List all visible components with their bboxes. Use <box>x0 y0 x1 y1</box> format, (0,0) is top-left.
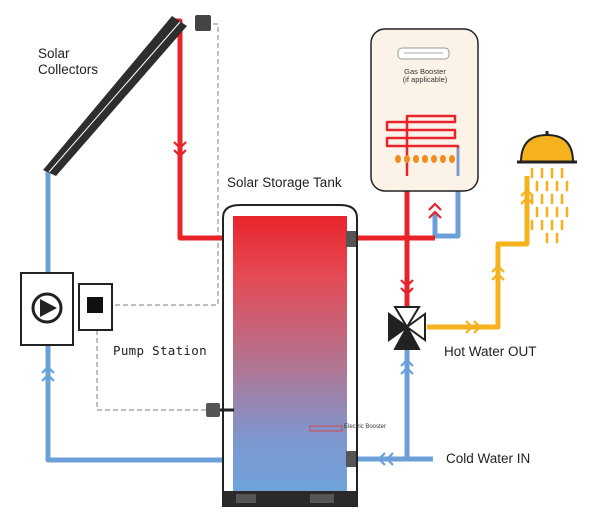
burner-flame-icons <box>395 155 455 163</box>
hot-flow-arrow <box>173 141 187 158</box>
valve-icon <box>405 312 426 342</box>
tank-sensor <box>206 403 220 417</box>
electric-booster-label: Electric Booster <box>344 424 387 430</box>
collector-return-pipe <box>45 168 232 463</box>
gas-booster <box>370 28 479 192</box>
control-lines <box>96 23 219 411</box>
cold-water-in-label: Cold Water IN <box>446 451 531 466</box>
cold-flow-arrow <box>41 365 55 382</box>
gas-booster-housing <box>370 28 479 192</box>
gas-booster-label: Gas Booster (if applicable) <box>386 68 464 84</box>
storage-tank-label: Solar Storage Tank <box>227 175 342 190</box>
hot-water-out-label: Hot Water OUT <box>444 344 537 359</box>
pump-station <box>20 272 113 346</box>
tank-hot-outlet <box>346 231 356 247</box>
booster-feed-arrow <box>428 202 442 219</box>
tank-sensor-line <box>96 330 206 411</box>
tank-cold-inlet <box>346 451 356 467</box>
gas-booster-label-line: (if applicable) <box>402 75 448 84</box>
cold-to-gas-booster-pipe <box>432 175 461 239</box>
cold-flow-arrow <box>400 358 414 375</box>
hot-water-out-pipe <box>427 176 530 330</box>
collector-sensor <box>195 15 211 31</box>
heat-exchanger-coil <box>385 114 460 176</box>
collector-flow-pipe <box>174 18 232 241</box>
solar-collectors-label-line: Collectors <box>38 62 99 77</box>
valve-icon <box>393 306 421 329</box>
mixing-valve <box>388 306 426 350</box>
cold-pipes <box>45 168 461 463</box>
solar-collectors-label-line: Solar <box>38 46 70 61</box>
water-spray <box>530 167 569 244</box>
flow-arrows <box>41 141 534 466</box>
hot-flow-arrow <box>400 279 414 296</box>
pump-station-label: Pump Station <box>113 343 207 358</box>
solar-storage-tank <box>206 204 358 507</box>
shower-head-icon <box>517 131 577 244</box>
tank-water-gradient <box>233 216 347 493</box>
cold-flow-arrow <box>377 452 394 466</box>
hot-out-flow-arrow <box>465 320 482 334</box>
solar-collectors-label: Solar Collectors <box>38 46 98 78</box>
pump-arrow-icon <box>40 299 57 317</box>
controller-housing <box>78 283 113 331</box>
collector-sensor-line <box>112 23 219 306</box>
solar-collector <box>43 15 211 176</box>
hot-out-flow-arrow <box>491 264 505 281</box>
controller-display <box>87 297 103 313</box>
electric-booster-element <box>309 425 343 432</box>
gas-booster-label-line: Gas Booster <box>404 67 446 76</box>
